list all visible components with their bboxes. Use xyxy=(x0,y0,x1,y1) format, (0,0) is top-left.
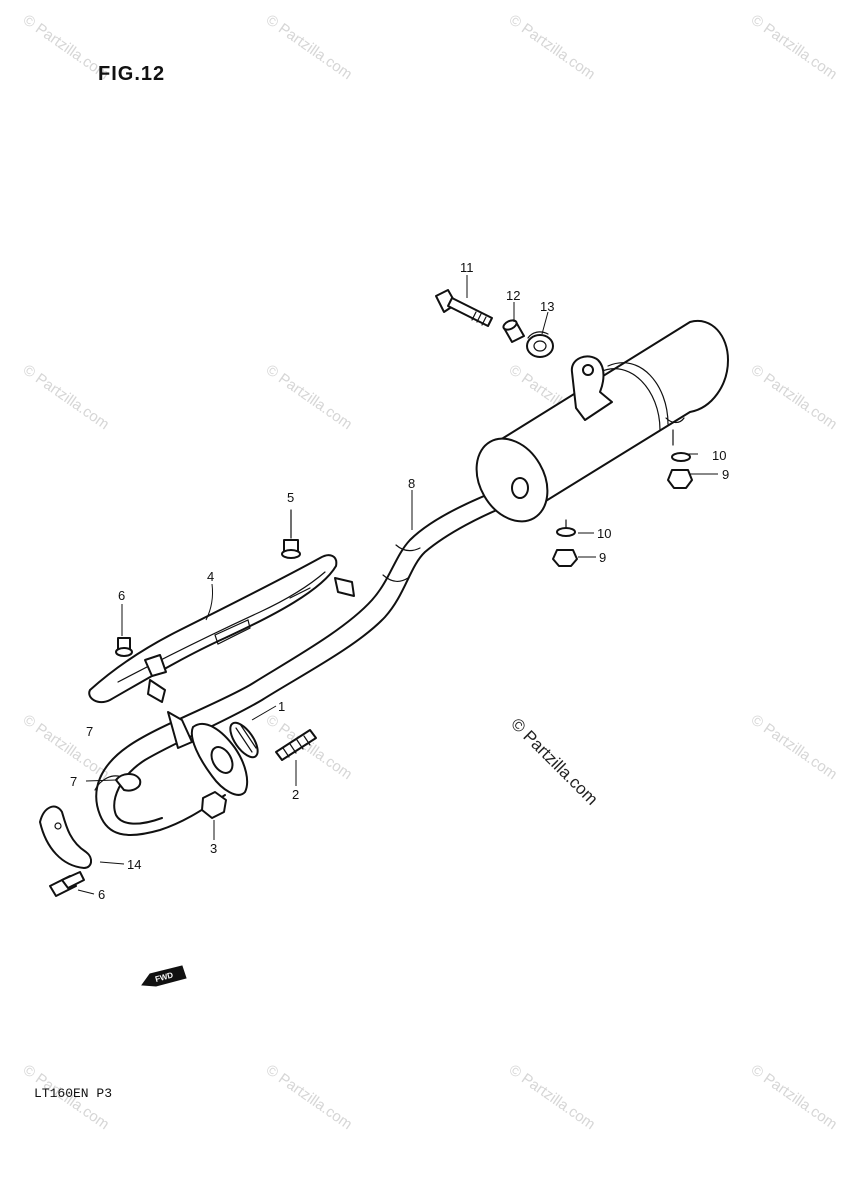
nut xyxy=(201,791,227,819)
callouts: 1 2 3 4 5 6 6 7 7 8 9 9 10 10 11 12 13 1… xyxy=(70,260,729,902)
callout-2: 2 xyxy=(292,787,299,802)
watermark-text: © Partzilla.com xyxy=(263,1061,356,1133)
bolt-5 xyxy=(281,509,301,559)
callout-13: 13 xyxy=(540,299,554,314)
collar xyxy=(502,319,525,343)
callout-9-lower: 9 xyxy=(599,550,606,565)
muffler xyxy=(475,319,729,523)
forward-direction-marker: FWD xyxy=(141,965,187,987)
washer-nut-lower xyxy=(552,519,578,567)
mounting-bolt xyxy=(435,289,493,327)
grommet xyxy=(526,331,554,358)
callout-9-upper: 9 xyxy=(722,467,729,482)
callout-5: 5 xyxy=(287,490,294,505)
callout-10-upper: 10 xyxy=(712,448,726,463)
callout-3: 3 xyxy=(210,841,217,856)
watermark-text: © Partzilla.com xyxy=(506,11,599,83)
watermark-text: © Partzilla.com xyxy=(263,711,356,783)
clamp-7 xyxy=(115,773,142,792)
center-watermark: © Partzilla.com xyxy=(507,714,601,808)
washer-nut-upper xyxy=(667,452,693,489)
stud-bolt xyxy=(275,729,317,761)
watermark-text: © Partzilla.com xyxy=(20,361,113,433)
watermark-text: © Partzilla.com xyxy=(748,11,841,83)
model-code: LT160EN P3 xyxy=(34,1086,112,1101)
callout-10-lower: 10 xyxy=(597,526,611,541)
watermark-text: © Partzilla.com xyxy=(263,361,356,433)
pipe-protector xyxy=(39,805,92,869)
callout-8: 8 xyxy=(408,476,415,491)
watermark-layer: © Partzilla.com © Partzilla.com © Partzi… xyxy=(20,11,841,1133)
bolt-6-upper xyxy=(115,637,133,657)
exhaust-pipe xyxy=(94,481,528,836)
bolt-6-lower xyxy=(49,871,85,897)
callout-1: 1 xyxy=(278,699,285,714)
watermark-text: © Partzilla.com xyxy=(748,1061,841,1133)
callout-6-lower: 6 xyxy=(98,887,105,902)
heat-shield xyxy=(88,554,355,704)
callout-4: 4 xyxy=(207,569,214,584)
watermark-text: © Partzilla.com xyxy=(748,711,841,783)
callout-14: 14 xyxy=(127,857,141,872)
watermark-text: © Partzilla.com xyxy=(748,361,841,433)
figure-title: FIG.12 xyxy=(98,63,165,85)
watermark-text: © Partzilla.com xyxy=(263,11,356,83)
forward-arrow-icon xyxy=(141,965,187,987)
leader-lines xyxy=(77,275,718,895)
callout-12: 12 xyxy=(506,288,520,303)
callout-11: 11 xyxy=(460,260,474,275)
callout-6-upper: 6 xyxy=(118,588,125,603)
watermark-text: © Partzilla.com xyxy=(20,711,113,783)
callout-7-upper: 7 xyxy=(86,724,93,739)
callout-7-lower: 7 xyxy=(70,774,77,789)
gasket xyxy=(229,721,259,759)
watermark-text: © Partzilla.com xyxy=(506,1061,599,1133)
